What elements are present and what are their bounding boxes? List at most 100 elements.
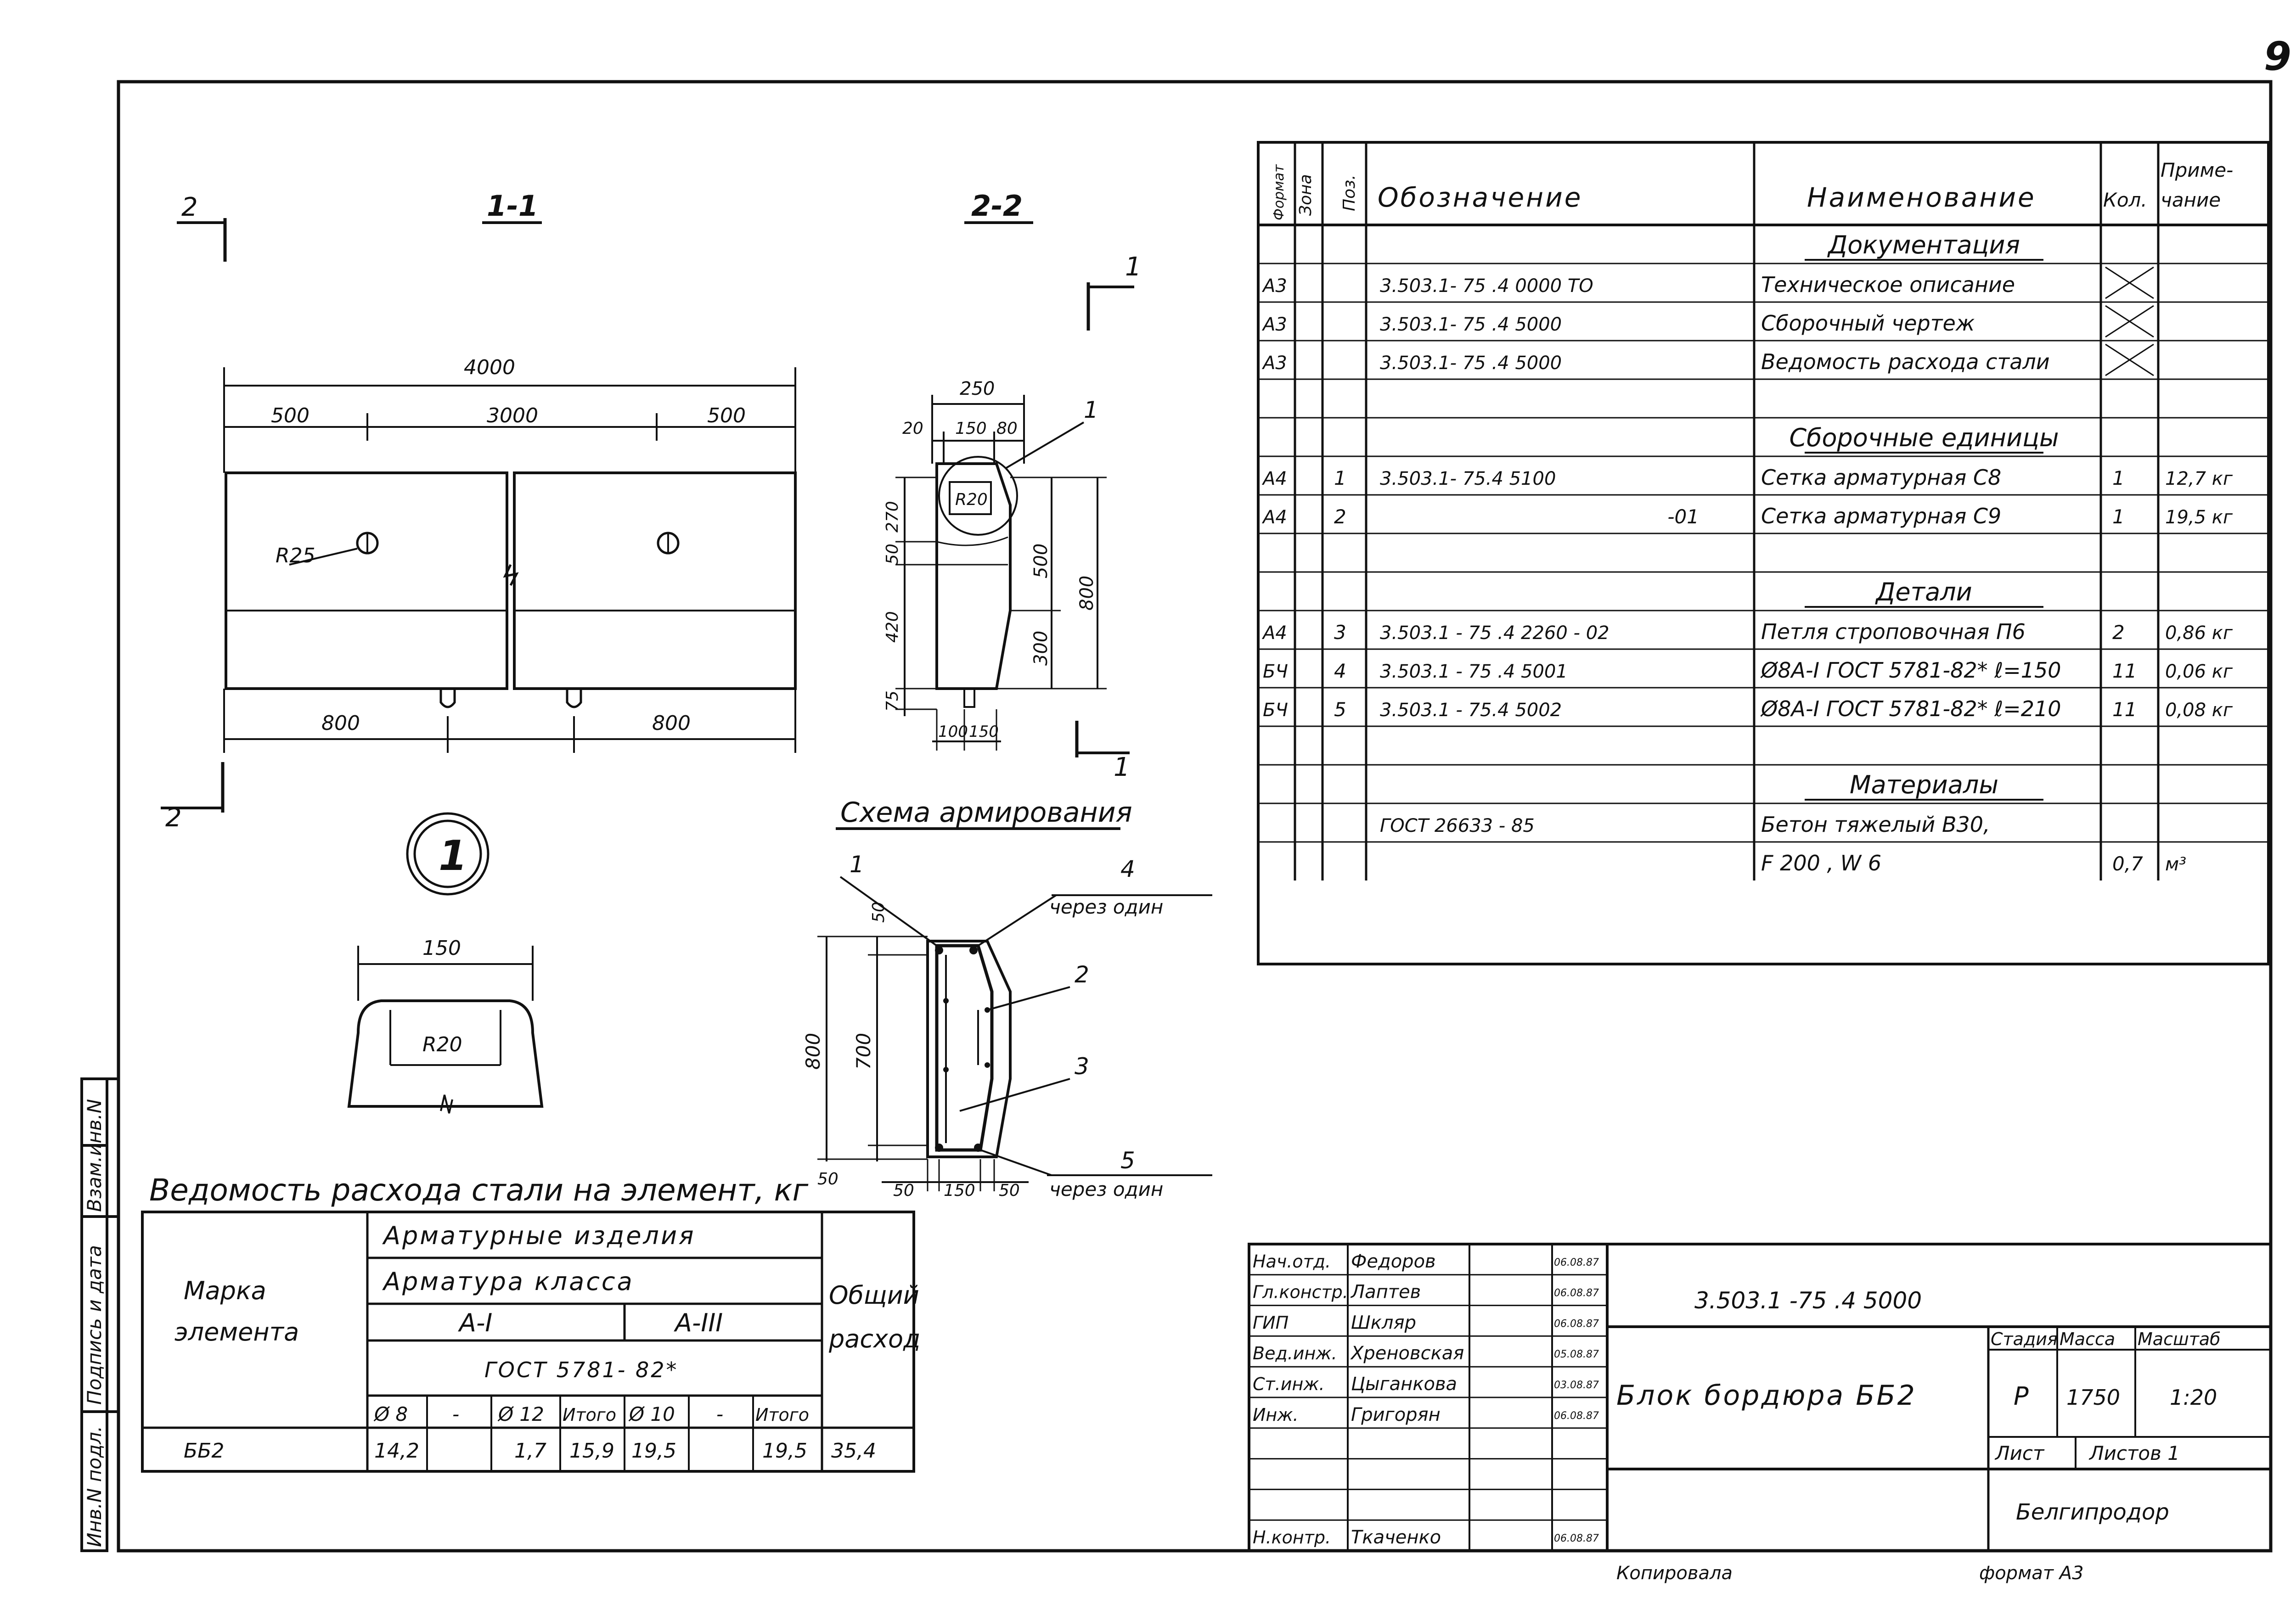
spec-row-name: F 200 , W 6 <box>1761 851 1881 875</box>
tb-person-name: Ткаченко <box>1351 1527 1441 1548</box>
steel-sub-d12: Ø 12 <box>497 1403 544 1425</box>
spec-row-name: Ø8А-I ГОСТ 5781-82* ℓ=150 <box>1760 658 2061 683</box>
detail-radius-r20: R20 <box>422 1033 462 1056</box>
steel-sub-dash2: - <box>716 1403 723 1425</box>
steel-row-v3: 15,9 <box>569 1439 614 1463</box>
steel-row-v6: 19,5 <box>762 1439 807 1463</box>
steel-sub-total2: Итого <box>755 1405 809 1425</box>
steel-h4: ГОСТ 5781- 82* <box>484 1357 679 1382</box>
steel-table-title: Ведомость расхода стали на элемент, кг <box>149 1172 808 1208</box>
spec-row-note: 12,7 кг <box>2165 468 2233 489</box>
stamp-podpis: Подпись и дата <box>83 1245 106 1405</box>
spec-header-pos: Поз. <box>1340 174 1359 211</box>
side-stamp: Инв.N подл. Подпись и дата Взам.инв.N <box>80 1077 118 1552</box>
spec-table: Формат Зона Поз. Обозначение Наименовани… <box>1257 141 2270 965</box>
tb-date: 06.08.87 <box>1554 1533 1599 1544</box>
steel-mark-2: элемента <box>174 1318 299 1346</box>
steel-mark-1: Марка <box>184 1276 266 1305</box>
spec-row-format: БЧ <box>1263 700 1288 721</box>
scheme-dim-bottom-50b: 50 <box>999 1181 1020 1200</box>
tb-stage-label: Стадия <box>1991 1329 2058 1349</box>
steel-h1: Арматурные изделия <box>382 1221 696 1250</box>
spec-row-name: Сборочный чертеж <box>1761 311 1975 336</box>
steel-row-v4: 19,5 <box>631 1439 676 1463</box>
spec-row-format: А3 <box>1261 275 1287 297</box>
steel-row-v2: 1,7 <box>514 1439 546 1463</box>
spec-row-designation: 3.503.1- 75.4 5100 <box>1380 468 1556 489</box>
detail-label-1: 1 <box>439 832 467 880</box>
tb-person-name: Григорян <box>1351 1404 1441 1425</box>
spec-row-qty: 1 <box>2112 505 2125 528</box>
steel-sub-d10: Ø 10 <box>628 1403 675 1425</box>
tb-mass-label: Масса <box>2060 1329 2115 1349</box>
spec-row-designation: 3.503.1- 75 .4 5000 <box>1380 314 1562 335</box>
steel-h2: Арматура класса <box>382 1267 634 1296</box>
dim-80: 80 <box>996 419 1018 438</box>
tb-copied: Копировала <box>1616 1563 1733 1584</box>
tb-sheets-label: Листов 1 <box>2088 1442 2180 1464</box>
dim-150-section: 150 <box>969 723 999 741</box>
scheme-title: Схема армирования <box>840 796 1132 829</box>
spec-header-zone: Зона <box>1296 174 1315 216</box>
spec-row-qty: 11 <box>2112 660 2137 682</box>
tb-org: Белгипродор <box>2016 1499 2169 1525</box>
cut-mark-1-bottom: 1 <box>1114 752 1130 782</box>
spec-header-note-2: чание <box>2161 189 2221 211</box>
dim-800-left: 800 <box>321 712 360 735</box>
tb-person-name: Лаптев <box>1350 1282 1421 1303</box>
steel-total-1: Общий <box>829 1281 919 1310</box>
spec-row-name: Сетка арматурная С8 <box>1761 465 2001 490</box>
steel-total-2: расход <box>828 1324 920 1353</box>
steel-h3a: А-I <box>458 1308 492 1337</box>
scheme-label-4: 4 <box>1120 856 1135 882</box>
tb-title: Блок бордюра ББ2 <box>1616 1380 1917 1412</box>
tb-stage: Р <box>2014 1382 2029 1411</box>
spec-row-pos: 5 <box>1334 698 1346 721</box>
spec-row-designation: ГОСТ 26633 - 85 <box>1380 815 1535 836</box>
dim-500-section: 500 <box>1030 544 1052 578</box>
tb-person-name: Цыганкова <box>1351 1374 1457 1395</box>
dim-420: 420 <box>883 611 902 643</box>
tb-role: Н.контр. <box>1253 1527 1331 1548</box>
dim-4000: 4000 <box>464 356 515 379</box>
tb-date: 03.08.87 <box>1554 1380 1599 1391</box>
spec-row-designation: -01 <box>1667 505 1699 528</box>
spec-row-name: Материалы <box>1850 770 1998 799</box>
dim-50-section: 50 <box>883 544 902 565</box>
tb-scale: 1:20 <box>2170 1385 2217 1410</box>
section-2-2-title: 2-2 <box>971 189 1023 223</box>
dim-250: 250 <box>960 378 995 399</box>
steel-table: Ведомость расхода стали на элемент, кг М… <box>141 1172 920 1473</box>
spec-row-qty: 2 <box>2112 621 2125 644</box>
steel-sub-total1: Итого <box>563 1405 616 1425</box>
spec-row-qty: 11 <box>2112 698 2137 721</box>
tb-role: Ст.инж. <box>1253 1374 1325 1394</box>
tb-role: Вед.инж. <box>1253 1343 1337 1363</box>
reinforcement-scheme: Схема армирования 1 4 через один 2 3 5 ч… <box>802 796 1212 1200</box>
sheet-frame <box>117 80 2273 1553</box>
steel-sub-dash1: - <box>452 1403 459 1425</box>
spec-row-qty: 1 <box>2112 467 2125 489</box>
spec-row-name: Бетон тяжелый В30, <box>1761 812 1990 837</box>
spec-row-name: Ø8А-I ГОСТ 5781-82* ℓ=210 <box>1760 696 2061 721</box>
tb-sheet-label: Лист <box>1994 1442 2045 1464</box>
spec-row-note: 19,5 кг <box>2165 507 2233 528</box>
spec-header-name: Наименование <box>1807 182 2036 213</box>
dim-20: 20 <box>902 419 923 438</box>
spec-row-note: 0,08 кг <box>2165 700 2233 721</box>
steel-sub-d8: Ø 8 <box>373 1403 408 1425</box>
steel-row-total: 35,4 <box>831 1439 876 1463</box>
cut-mark-2-top: 2 <box>181 192 198 222</box>
scheme-dim-bottom-150: 150 <box>944 1181 975 1200</box>
section-view: 2-2 1 1 250 20 150 80 R20 1 <box>883 189 1142 782</box>
callout-circle-1 <box>938 456 1018 536</box>
spec-row-name: Детали <box>1875 578 1972 606</box>
spec-row-designation: 3.503.1 - 75.4 5002 <box>1380 700 1562 721</box>
dim-500-right: 500 <box>707 404 746 427</box>
scheme-dim-50-top: 50 <box>869 902 888 923</box>
dim-800-section: 800 <box>1076 576 1097 611</box>
radius-r20-section: R20 <box>955 490 988 509</box>
dim-100-section: 100 <box>938 723 968 741</box>
section-1-1-title: 1-1 <box>487 189 538 223</box>
